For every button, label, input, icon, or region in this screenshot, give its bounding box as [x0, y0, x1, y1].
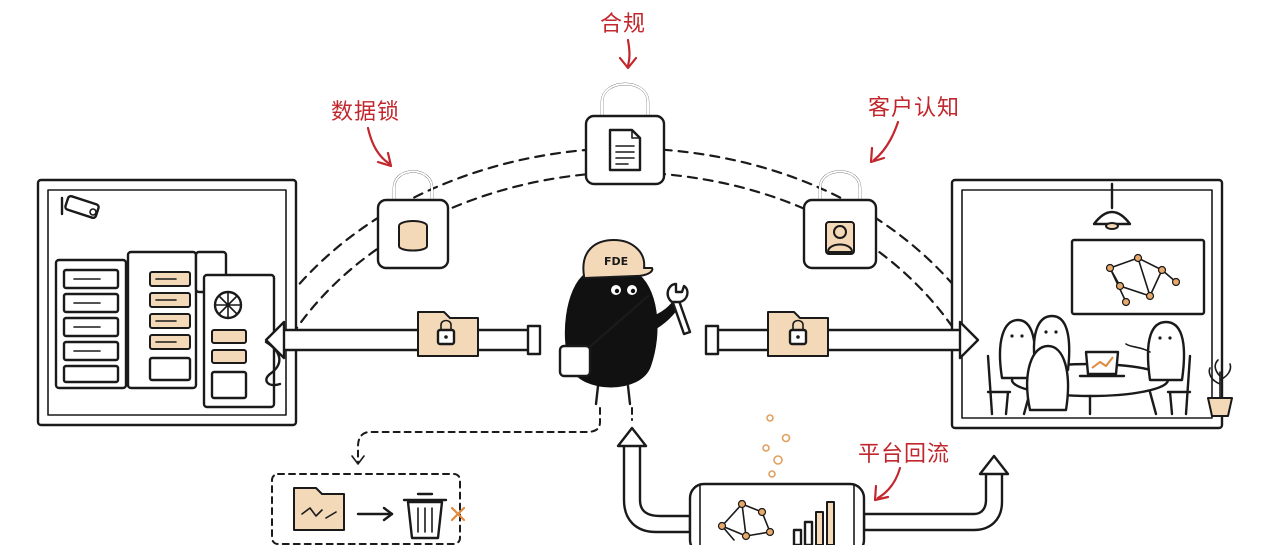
pipe-right — [704, 320, 980, 360]
backflow-pipe-right — [862, 454, 1010, 532]
discard-box — [271, 473, 466, 545]
label-compliance: 合规 — [600, 12, 647, 37]
arrow-right-icon — [356, 506, 394, 522]
rising-bubbles — [762, 414, 791, 478]
cable-server — [264, 340, 282, 387]
arrow-compliance — [618, 38, 638, 70]
cap-label: FDE — [604, 255, 628, 268]
arrow-data-lock — [366, 126, 393, 168]
trash-can-icon — [402, 492, 448, 540]
label-data-lock: 数据锁 — [331, 100, 401, 125]
fde-mascot: FDE — [558, 239, 692, 406]
chairs — [986, 354, 1192, 416]
arrow-platform-backflow — [873, 466, 902, 502]
label-customer-awareness: 客户认知 — [868, 96, 961, 121]
security-camera-icon — [60, 194, 100, 220]
backflow-pipe-left — [616, 426, 692, 534]
padlock-compliance-icon — [584, 82, 666, 186]
meeting-room — [950, 178, 1233, 430]
label-platform-backflow: 平台回流 — [858, 442, 951, 467]
whiteboard-network-graph — [1070, 238, 1206, 316]
dashed-path-to-discard — [351, 407, 633, 465]
meeting-people — [998, 314, 1186, 412]
server-room — [36, 178, 298, 427]
broken-folder-icon — [293, 487, 345, 531]
server-rack-1 — [54, 258, 128, 390]
padlock-data-lock-icon — [376, 170, 450, 270]
server-rack-2 — [126, 250, 198, 390]
ceiling-lamp-icon — [1092, 182, 1132, 230]
arrow-customer-awareness — [869, 120, 900, 164]
laptop-chart-icon — [1078, 350, 1126, 378]
close-icon — [450, 506, 466, 522]
server-rack-3 — [194, 250, 276, 409]
analytics-platform-machine — [688, 482, 866, 545]
locked-folder-left-icon — [417, 311, 479, 357]
locked-folder-right-icon — [767, 311, 829, 357]
padlock-customer-icon — [802, 170, 878, 270]
dashed-arc-outer — [260, 146, 992, 337]
potted-plant-icon — [1207, 359, 1233, 417]
pipe-left — [264, 320, 542, 360]
